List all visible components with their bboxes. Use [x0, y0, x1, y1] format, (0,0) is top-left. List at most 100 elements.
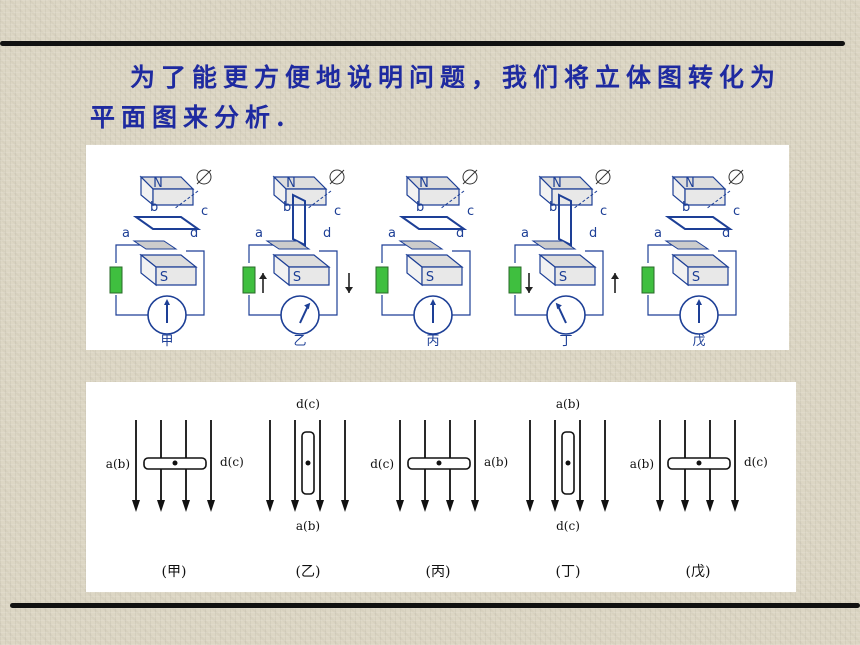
slip-ring: [664, 240, 710, 250]
south-pole-front: [687, 266, 729, 286]
plan-frame-caption: (丁): [556, 564, 581, 580]
north-pole-front: [684, 188, 726, 206]
coil-axis-dot: [172, 460, 178, 466]
coil-loop: [292, 193, 306, 247]
north-pole-front: [152, 188, 194, 206]
corner-label-d: d: [456, 226, 464, 241]
plan-frame-5: a(b)d(c)(戊): [630, 420, 768, 580]
field-arrow-head: [132, 500, 140, 512]
current-arrow-left-head: [259, 273, 267, 279]
circuit-wire: [514, 244, 604, 316]
coil-loop: [132, 216, 202, 230]
corner-label-b: b: [150, 200, 158, 215]
slip-ring: [265, 240, 311, 250]
frame-caption: 乙: [293, 334, 306, 349]
field-arrow-head: [396, 500, 404, 512]
corner-label-a: a: [122, 226, 130, 241]
rotation-axis: [705, 190, 731, 210]
coil-axis-dot: [305, 460, 311, 466]
coil-loop: [398, 216, 468, 230]
north-pole-label: N: [419, 176, 429, 191]
coil-left-label: a(b): [630, 457, 654, 471]
rotation-axis: [306, 190, 332, 210]
current-arrow-right-head: [345, 287, 353, 293]
rotation-indicator-icon: [196, 169, 212, 185]
south-pole-label: S: [692, 270, 700, 285]
frame-caption: 甲: [160, 334, 173, 349]
current-arrow-left-head: [525, 287, 533, 293]
galvanometer-needle-tip: [304, 302, 311, 310]
corner-label-d: d: [190, 226, 198, 241]
south-pole-label: S: [559, 270, 567, 285]
field-arrow-head: [706, 500, 714, 512]
plan-frame-3: d(c) a(b) (丙): [370, 420, 508, 580]
field-arrow-head: [157, 500, 165, 512]
rotation-indicator-line: [728, 169, 744, 185]
circuit-wire: [115, 244, 205, 316]
south-pole-label: S: [426, 270, 434, 285]
coil-top-label: d(c): [296, 397, 320, 411]
galvanometer-needle: [299, 304, 310, 324]
coil-right-label: d(c): [220, 455, 244, 469]
field-arrow-head: [341, 500, 349, 512]
corner-label-a: a: [654, 226, 662, 241]
field-arrow-head: [731, 500, 739, 512]
field-arrow-head: [576, 500, 584, 512]
corner-label-c: c: [201, 204, 208, 219]
rotation-axis: [173, 190, 199, 210]
coil-axis-dot: [565, 460, 571, 466]
coil-bottom-label: a(b): [296, 519, 320, 533]
rotation-indicator-line: [329, 169, 345, 185]
galvanometer-dial: [546, 295, 586, 335]
corner-label-c: c: [467, 204, 474, 219]
corner-label-d: d: [323, 226, 331, 241]
corner-label-d: d: [589, 226, 597, 241]
circuit-wire: [647, 244, 737, 316]
coil-left-label: d(c): [370, 457, 394, 471]
field-arrow-head: [421, 500, 429, 512]
coil-loop: [558, 193, 572, 247]
north-pole-label: N: [153, 176, 163, 191]
coil-right-label: a(b): [484, 455, 508, 469]
corner-label-c: c: [334, 204, 341, 219]
top-divider: [0, 41, 845, 46]
north-pole-label: N: [685, 176, 695, 191]
slip-ring: [531, 240, 577, 250]
field-arrow-head: [316, 500, 324, 512]
frame-caption: 丁: [559, 334, 572, 349]
generator-plan-view-diagram: a(b)d(c)(甲)d(c)a(b)(乙)d(c)a(b)(丙)a(b)d(c…: [106, 397, 768, 580]
coil-top-label: a(b): [556, 397, 580, 411]
resistor: [508, 266, 522, 294]
galvanometer-needle-tip: [555, 302, 562, 310]
rotation-indicator-line: [462, 169, 478, 185]
resistor: [375, 266, 389, 294]
field-arrow-head: [207, 500, 215, 512]
field-arrow-head: [656, 500, 664, 512]
plan-frame-caption: (乙): [296, 564, 321, 580]
coil-left-label: a(b): [106, 457, 130, 471]
rotation-indicator-line: [595, 169, 611, 185]
corner-label-c: c: [600, 204, 607, 219]
corner-label-b: b: [682, 200, 690, 215]
plan-frame-caption: (戊): [686, 564, 711, 580]
north-pole-label: N: [286, 176, 296, 191]
galvanometer-needle-tip: [696, 299, 702, 305]
field-arrow-head: [471, 500, 479, 512]
south-pole-front: [554, 266, 596, 286]
corner-label-c: c: [733, 204, 740, 219]
plan-frame-caption: (丙): [426, 564, 451, 580]
rotation-indicator-icon: [462, 169, 478, 185]
field-arrow-head: [182, 500, 190, 512]
south-pole-front: [288, 266, 330, 286]
north-pole-front: [551, 188, 593, 206]
field-arrow-head: [551, 500, 559, 512]
plan-view-diagram-panel: a(b)d(c)(甲)d(c)a(b)(乙)d(c)a(b)(丙)a(b)d(c…: [86, 382, 796, 592]
rotation-axis: [572, 190, 598, 210]
galvanometer-dial: [280, 295, 320, 335]
corner-label-b: b: [416, 200, 424, 215]
slip-ring: [398, 240, 444, 250]
